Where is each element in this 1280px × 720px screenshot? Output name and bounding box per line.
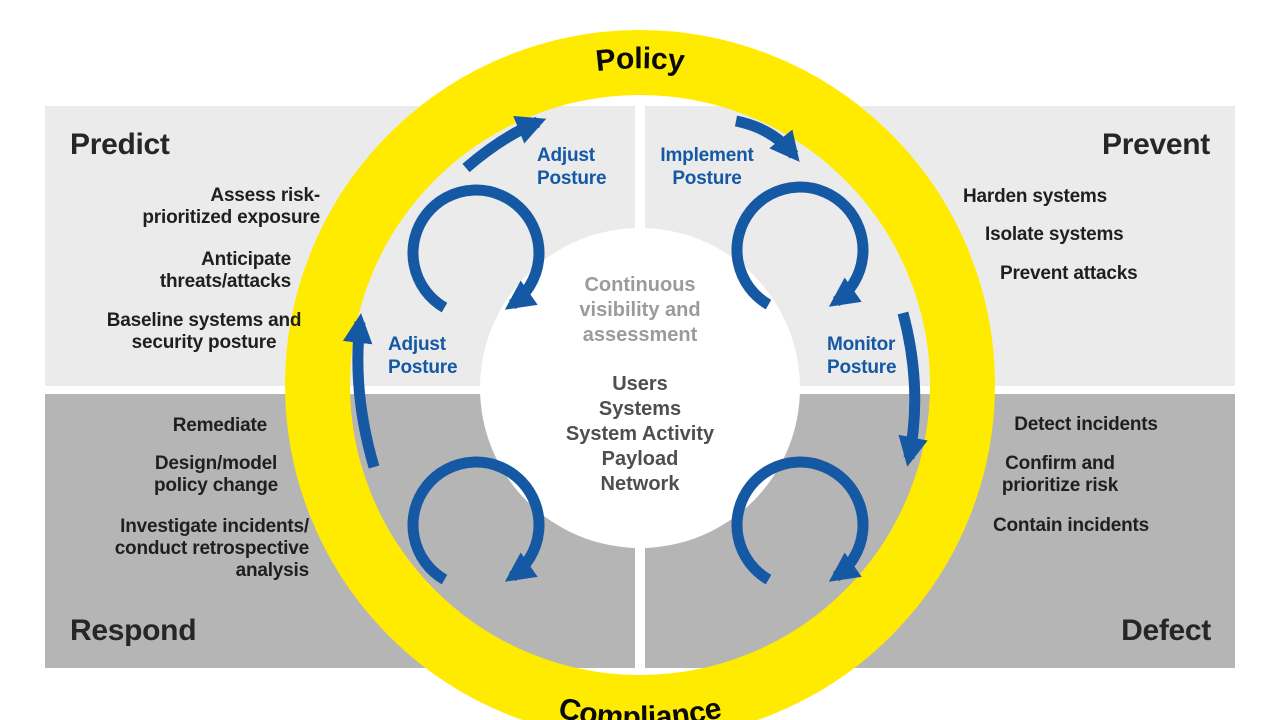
prevent-item-harden: Harden systems	[963, 186, 1107, 208]
item-line: Detect incidents	[1014, 414, 1158, 435]
label-line: Implement	[660, 145, 754, 166]
label-implement-posture: Implement Posture	[660, 144, 753, 190]
item-line: prioritized exposure	[142, 207, 320, 228]
item-line: Baseline systems and	[106, 310, 302, 331]
prevent-item-prevent-attacks: Prevent attacks	[1000, 263, 1138, 285]
item-line: policy change	[153, 475, 279, 496]
defect-item-contain: Contain incidents	[993, 515, 1149, 537]
label-line: Adjust	[537, 145, 595, 166]
item-line: conduct retrospective	[114, 538, 310, 559]
label-adjust-posture-left: Adjust Posture	[388, 333, 458, 379]
label-line: Posture	[388, 357, 458, 378]
item-line: prioritize risk	[1001, 475, 1119, 496]
quadrant-title-defect: Defect	[1121, 614, 1211, 647]
defect-item-confirm: Confirm and prioritize risk	[1001, 453, 1119, 497]
item-line: Remediate	[172, 415, 267, 436]
item-line: Isolate systems	[985, 224, 1124, 245]
center-subtitle-line: assessment	[582, 324, 698, 346]
label-monitor-posture: Monitor Posture	[827, 333, 897, 379]
item-line: Design/model	[154, 453, 278, 474]
label-adjust-posture-top: Adjust Posture	[537, 144, 607, 190]
center-item: System Activity	[565, 423, 715, 445]
quadrant-title-respond: Respond	[70, 614, 197, 647]
center-item: Payload	[601, 448, 679, 470]
item-line: Anticipate	[201, 249, 291, 270]
item-line: analysis	[235, 560, 310, 581]
defect-item-detect: Detect incidents	[1014, 414, 1158, 436]
label-line: Monitor	[827, 334, 896, 355]
item-line: Assess risk-	[210, 185, 320, 206]
quadrant-title-prevent: Prevent	[1102, 128, 1210, 161]
item-line: threats/attacks	[159, 271, 291, 292]
item-line: Confirm and	[1005, 453, 1115, 474]
label-line: Posture	[672, 168, 742, 189]
center-item: Network	[600, 473, 680, 495]
item-line: Harden systems	[963, 186, 1107, 207]
prevent-item-isolate: Isolate systems	[985, 224, 1124, 246]
center-item: Systems	[598, 398, 682, 420]
label-line: Adjust	[388, 334, 446, 355]
center-item: Users	[612, 373, 668, 395]
label-line: Posture	[537, 168, 607, 189]
respond-item-remediate: Remediate	[173, 415, 267, 437]
quadrant-title-predict: Predict	[70, 128, 170, 161]
predict-item-assess: Assess risk- prioritized exposure	[142, 185, 320, 229]
center-subtitle-line: visibility and	[579, 299, 701, 321]
item-line: security posture	[131, 332, 277, 353]
item-line: Contain incidents	[993, 515, 1149, 536]
respond-item-design: Design/model policy change	[154, 453, 278, 497]
center-subtitle-line: Continuous	[584, 274, 696, 296]
item-line: Prevent attacks	[1000, 263, 1138, 284]
predict-item-baseline: Baseline systems and security posture	[107, 310, 302, 354]
center-subtitle: Continuous visibility and assessment	[480, 273, 800, 348]
center-item-list: Users Systems System Activity Payload Ne…	[480, 372, 800, 497]
item-line: Investigate incidents/	[120, 516, 309, 537]
predict-item-anticipate: Anticipate threats/attacks	[160, 249, 291, 293]
respond-item-investigate: Investigate incidents/ conduct retrospec…	[114, 516, 310, 582]
label-line: Posture	[827, 357, 897, 378]
